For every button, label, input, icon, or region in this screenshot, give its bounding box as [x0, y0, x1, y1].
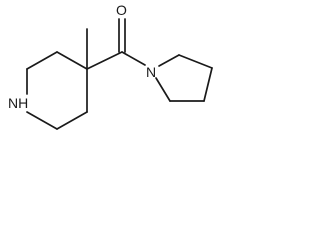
- bond-c6-c5: [56, 111, 88, 130]
- structure-diagram: NH O N: [8, 2, 213, 130]
- pyrrolidine-ring: [155, 54, 213, 102]
- piperidine-ring: [26, 51, 88, 130]
- bond-cb-cc: [203, 67, 213, 102]
- bond-n1-c6: [26, 111, 58, 130]
- bond-cd-n: [155, 77, 171, 102]
- atom-label-oxygen: O: [116, 2, 127, 18]
- bond-ca-cb: [178, 54, 213, 69]
- bond-c4-c3: [56, 51, 88, 70]
- bond-n-ca: [158, 54, 180, 67]
- atom-label-nh: NH: [8, 95, 28, 111]
- bond-c3-c2: [26, 51, 58, 70]
- carbonyl-double-bond: [118, 18, 126, 53]
- bond-c4-carbonyl: [86, 51, 123, 70]
- atom-label-amide-nitrogen: N: [146, 64, 156, 80]
- bond-carbonyl-n: [121, 51, 146, 66]
